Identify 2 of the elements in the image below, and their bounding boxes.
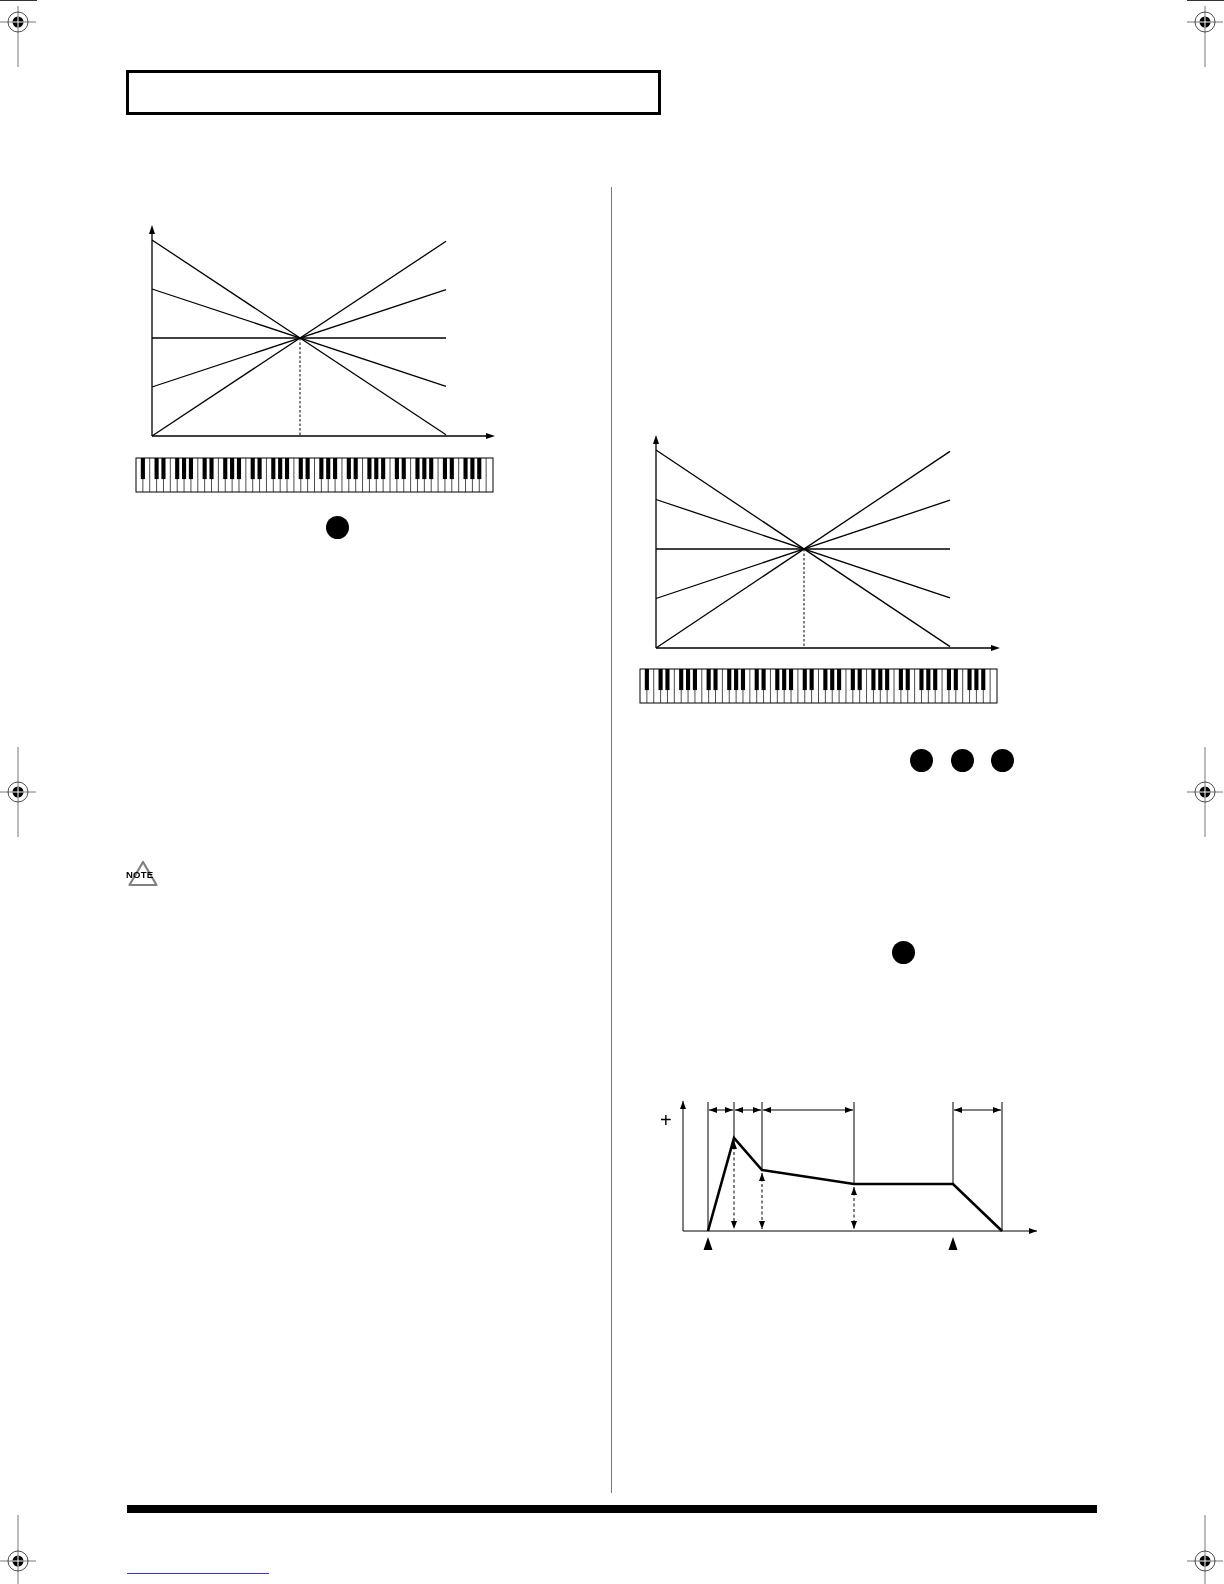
axis-label: +: [660, 1110, 672, 1130]
note-label: NOTE: [126, 870, 154, 880]
